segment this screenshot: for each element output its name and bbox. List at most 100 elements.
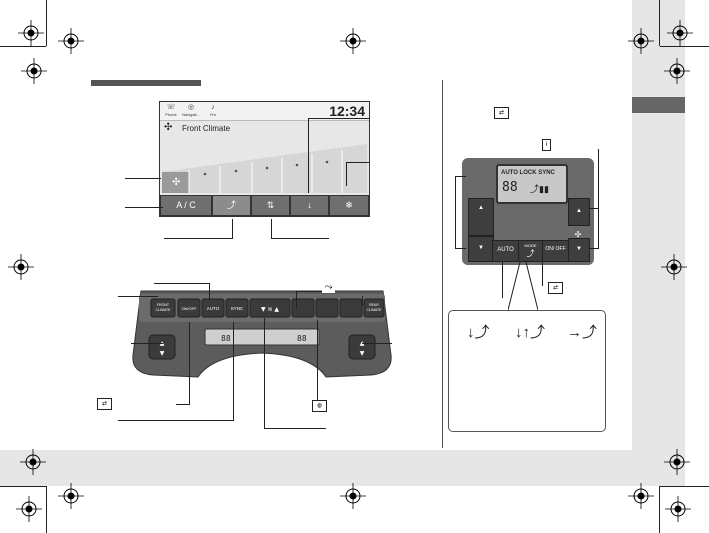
mode-floor-defrost-button[interactable]: ❄ xyxy=(330,196,368,215)
callout-pointer xyxy=(508,262,538,311)
display-temperature: 88 xyxy=(502,180,518,195)
registration-mark-icon xyxy=(20,449,46,475)
crop-line xyxy=(46,0,47,46)
registration-mark-icon xyxy=(21,58,47,84)
phone-icon: ☏ xyxy=(166,104,176,111)
registration-mark-icon xyxy=(628,483,654,509)
rear-climate-control-unit: AUTO LOCK SYNC 88 ⤴▮▮ ▲ ▼ ▲ ✣ ▼ AUTO MOD… xyxy=(462,158,594,265)
leader-line xyxy=(346,162,370,163)
seat-airflow-icon: →⤴ xyxy=(567,324,598,341)
rear-onoff-button[interactable]: ON/ OFF xyxy=(542,240,569,262)
svg-text:88: 88 xyxy=(221,334,231,343)
svg-text:88: 88 xyxy=(297,334,307,343)
recirculation-icon: ⇄ xyxy=(494,107,509,119)
info-icon: i xyxy=(542,139,551,151)
leader-line xyxy=(271,238,329,239)
clock: 12:34 xyxy=(329,103,365,119)
leader-line xyxy=(264,318,265,429)
mode-bilevel-button[interactable]: ⇅ xyxy=(252,196,289,215)
registration-mark-icon xyxy=(340,483,366,509)
registration-mark-icon xyxy=(664,58,690,84)
leader-line xyxy=(455,176,456,249)
crop-line xyxy=(660,46,709,47)
footer-band xyxy=(0,450,685,486)
leader-line xyxy=(164,238,233,239)
fan-up-button[interactable]: ▲ xyxy=(568,198,590,226)
leader-line xyxy=(125,178,161,179)
screen-title: Front Climate xyxy=(182,124,231,133)
leader-line xyxy=(346,162,347,186)
leader-line xyxy=(209,283,210,300)
svg-text:▼ ≋ ▲: ▼ ≋ ▲ xyxy=(261,306,279,313)
leader-line xyxy=(131,343,163,344)
phone-shortcut[interactable]: ☏ Phone xyxy=(162,103,180,119)
rear-mode-button[interactable]: MODE ⤴ xyxy=(518,240,543,262)
navigation-icon: ◎ xyxy=(187,104,195,111)
registration-mark-icon xyxy=(665,496,691,522)
column-divider xyxy=(442,80,443,448)
section-heading-bar xyxy=(91,80,201,86)
audio-shortcut[interactable]: ♪ Fm xyxy=(204,103,222,119)
crop-line xyxy=(0,486,46,487)
temp-down-button[interactable]: ▲ xyxy=(468,198,494,236)
crop-line xyxy=(660,486,709,487)
svg-text:ON/OFF: ON/OFF xyxy=(181,306,197,311)
seat-airflow-icon: ⤴ xyxy=(226,200,236,210)
panel-sync-label: SYNC xyxy=(231,306,244,311)
seat-airflow-icon: ⤴ xyxy=(526,249,535,258)
leader-line xyxy=(118,296,158,297)
leader-line xyxy=(308,118,370,119)
leader-line xyxy=(233,322,234,421)
svg-text:CLIMATE: CLIMATE xyxy=(367,308,383,312)
leader-line xyxy=(232,219,233,239)
touchscreen-illustration: ☏ Phone ◎ Navigati... ♪ Fm 12:34 ✣ Front… xyxy=(159,101,370,217)
mode-upper-button[interactable]: ⤴ xyxy=(213,196,250,215)
leader-line xyxy=(502,262,503,298)
temp-down-lower-button[interactable]: ▼ xyxy=(468,236,494,262)
seat-airflow-icon: ⇅ xyxy=(266,200,275,210)
mode-floor-button[interactable]: ↓ xyxy=(291,196,328,215)
registration-mark-icon xyxy=(667,20,693,46)
rear-control-display: AUTO LOCK SYNC 88 ⤴▮▮ xyxy=(496,164,568,204)
registration-mark-icon xyxy=(340,28,366,54)
fan-speed-ramp[interactable]: ✣ xyxy=(162,144,367,193)
screen-status-bar: ☏ Phone ◎ Navigati... ♪ Fm 12:34 xyxy=(160,102,369,121)
fan-down-button[interactable]: ▼ xyxy=(568,238,590,262)
seat-airflow-icon: ⤴▮▮ xyxy=(530,184,549,194)
svg-text:▼: ▼ xyxy=(360,350,365,357)
leader-line xyxy=(176,404,189,405)
leader-line xyxy=(317,320,318,400)
navigation-shortcut[interactable]: ◎ Navigati... xyxy=(182,104,200,117)
leader-line xyxy=(308,118,309,193)
leader-line xyxy=(296,291,297,308)
panel-auto-label: AUTO xyxy=(207,306,220,311)
registration-mark-icon xyxy=(664,449,690,475)
registration-mark-icon xyxy=(18,20,44,46)
registration-mark-icon xyxy=(628,28,654,54)
seat-airflow-icon: ↓ xyxy=(307,200,312,210)
defrost-icon: ❄ xyxy=(345,200,353,210)
leader-line xyxy=(598,149,599,249)
recirculation-icon: ⇄ xyxy=(548,282,563,294)
airflow-modes-legend: ↓⤴ ↓↑⤴ →⤴ xyxy=(448,310,606,432)
front-climate-label: FRONT xyxy=(157,303,170,307)
registration-mark-icon xyxy=(661,254,687,280)
screen-button-row: A / C ⤴ ⇅ ↓ ❄ xyxy=(160,195,369,216)
seat-airflow-icon: ↓↑⤴ xyxy=(515,324,546,341)
crop-line xyxy=(659,0,660,46)
leader-line xyxy=(455,176,466,177)
registration-mark-icon xyxy=(16,496,42,522)
leader-line xyxy=(118,420,233,421)
leader-line xyxy=(362,296,363,306)
svg-text:▼: ▼ xyxy=(160,350,165,357)
rear-auto-button[interactable]: AUTO xyxy=(492,240,519,262)
leader-line xyxy=(590,248,599,249)
audio-icon: ♪ xyxy=(211,104,215,111)
seat-airflow-icon: ⤳ xyxy=(322,283,335,293)
chapter-tab[interactable] xyxy=(632,97,685,113)
leader-line xyxy=(362,343,392,344)
registration-mark-icon xyxy=(8,254,34,280)
svg-text:CLIMATE: CLIMATE xyxy=(156,308,172,312)
ac-button[interactable]: A / C xyxy=(161,196,211,215)
